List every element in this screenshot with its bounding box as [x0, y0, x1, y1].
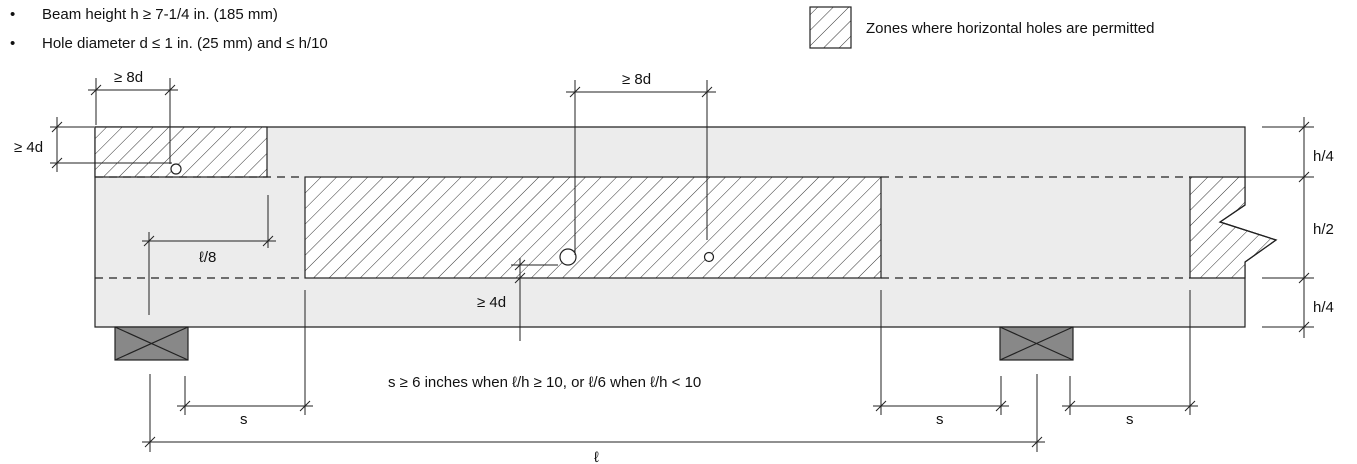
note-bullet: • [10, 35, 15, 52]
note-beam-height: Beam height h ≥ 7-1/4 in. (185 mm) [42, 6, 278, 23]
left-support [114, 326, 189, 361]
label-h4-top: h/4 [1313, 148, 1334, 165]
label-ge4d-middle: ≥ 4d [477, 294, 506, 311]
dim-8d-middle [566, 80, 716, 255]
label-h2: h/2 [1313, 221, 1334, 238]
dim-8d-left [88, 78, 178, 164]
legend-hatch-swatch [809, 6, 852, 49]
dim-l8 [142, 195, 276, 315]
dim-4d-middle [511, 258, 558, 341]
dim-4d-left [50, 117, 172, 172]
dim-s-middle [873, 290, 1009, 415]
middle-zone [304, 176, 882, 279]
dim-s-left [177, 290, 313, 415]
label-ge8d-middle: ≥ 8d [622, 71, 651, 88]
dim-span [142, 374, 1045, 452]
label-l8: ℓ/8 [199, 249, 216, 266]
note-bullet: • [10, 6, 15, 23]
label-ge8d-left: ≥ 8d [114, 69, 143, 86]
right-end-zone [1189, 176, 1278, 279]
legend-label: Zones where horizontal holes are permitt… [866, 20, 1155, 37]
label-h4-bottom: h/4 [1313, 299, 1334, 316]
hole-small [170, 163, 182, 175]
hole-small [703, 251, 715, 263]
hole-large [559, 248, 577, 266]
label-s-right: s [1126, 411, 1134, 428]
note-hole-diameter: Hole diameter d ≤ 1 in. (25 mm) and ≤ h/… [42, 35, 328, 52]
dim-height-right [1245, 117, 1314, 338]
label-s-left: s [240, 411, 248, 428]
spacing-note: s ≥ 6 inches when ℓ/h ≥ 10, or ℓ/6 when … [388, 374, 701, 391]
label-ge4d-left: ≥ 4d [14, 139, 43, 156]
label-s-middle: s [936, 411, 944, 428]
label-span: ℓ [594, 449, 599, 464]
right-support [999, 326, 1074, 361]
dim-s-right [1062, 290, 1198, 415]
break-line [1218, 204, 1278, 263]
